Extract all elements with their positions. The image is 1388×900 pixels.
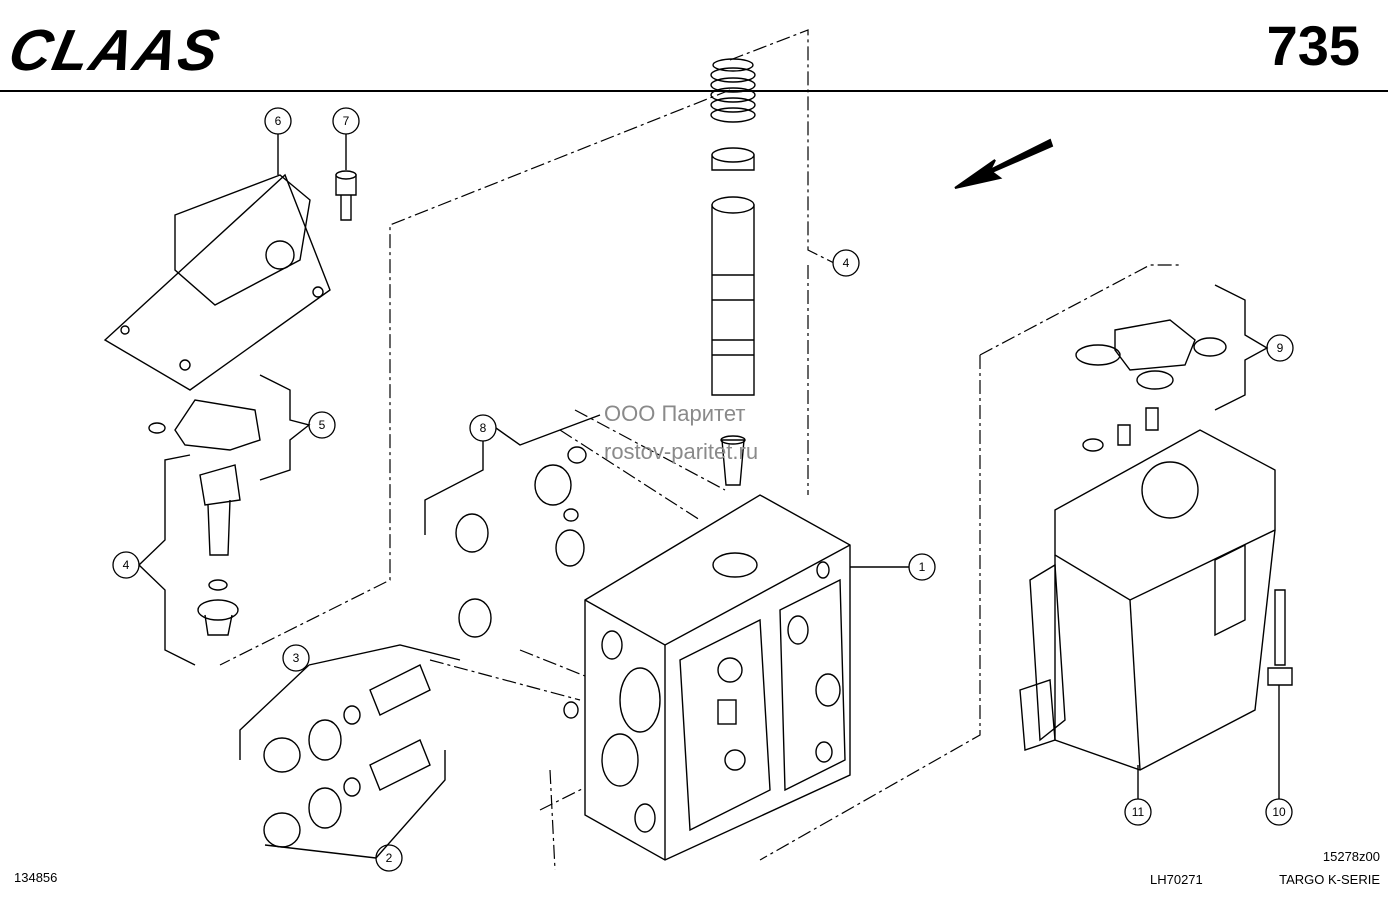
callout-10: 10 (1265, 798, 1293, 826)
pin-part (197, 464, 241, 636)
callout-number: 9 (1277, 341, 1284, 355)
module-gaskets (1075, 319, 1227, 390)
callout-number: 10 (1272, 805, 1286, 819)
callout-number: 7 (343, 114, 350, 128)
bolt-part (335, 170, 357, 221)
spool-assembly (710, 58, 756, 486)
footer-series: TARGO K-SERIE (1279, 872, 1380, 887)
callout-number: 8 (480, 421, 487, 435)
footer-drawing-code: 15278z00 (1322, 849, 1380, 864)
direction-arrow (954, 138, 1054, 189)
relief-valve-parts (263, 664, 431, 848)
callout-2: 2 (375, 844, 403, 872)
callout-8: 8 (469, 414, 497, 442)
module-plugs (1082, 407, 1159, 452)
callout-3: 3 (282, 644, 310, 672)
page-number: 735 (1266, 14, 1360, 77)
long-bolt (1267, 589, 1293, 686)
callout-11: 11 (1124, 798, 1152, 826)
callout-4-top: 4 (832, 249, 860, 277)
leader-9 (1214, 284, 1269, 411)
cover-part (103, 173, 331, 391)
callout-number: 1 (919, 560, 926, 574)
callout-number: 3 (293, 651, 300, 665)
callout-4-left: 4 (112, 551, 140, 579)
assembly-leaders (219, 29, 1180, 871)
watermark-site: rostov-paritet.ru (604, 439, 759, 464)
callout-number: 6 (275, 114, 282, 128)
callout-7: 7 (332, 107, 360, 135)
callout-number: 11 (1132, 805, 1145, 819)
control-module (1019, 429, 1276, 771)
leader-4-left (138, 454, 196, 666)
callout-number: 2 (386, 851, 393, 865)
valve-block (584, 494, 851, 861)
callout-number: 4 (843, 256, 850, 270)
leader-2 (264, 750, 446, 859)
callout-6: 6 (264, 107, 292, 135)
callout-number: 4 (123, 558, 130, 572)
header-rule (0, 90, 1388, 92)
leader-3 (239, 644, 461, 760)
callout-number: 5 (319, 418, 326, 432)
footer-left-id: 134856 (14, 870, 58, 885)
leader-8 (424, 414, 601, 535)
callout-9: 9 (1266, 334, 1294, 362)
o-ring-set (455, 446, 587, 719)
footer-order-code: LH70271 (1150, 872, 1203, 887)
callout-1: 1 (908, 553, 936, 581)
gasket-part (148, 399, 261, 451)
callout-5: 5 (308, 411, 336, 439)
watermark-company: ООО Паритет (604, 401, 746, 426)
leader-5 (259, 374, 311, 481)
